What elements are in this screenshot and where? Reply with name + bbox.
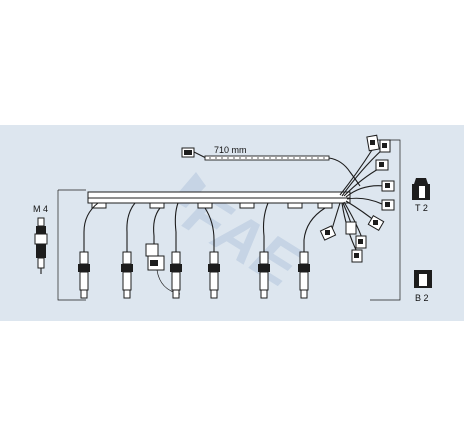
coil-terminal-b2-icon: B 2: [414, 270, 432, 303]
spark-plug-label: M 4: [33, 204, 48, 214]
coil-connector-fan: [319, 134, 395, 263]
length-cable: 710 mm: [181, 145, 361, 187]
plug-leads: [78, 202, 326, 299]
cable-loom-bar: [87, 191, 351, 209]
cable-length-label: 710 mm: [214, 145, 247, 155]
coil-bottom-label: B 2: [415, 293, 429, 303]
coil-terminal-t2-icon: T 2: [412, 178, 430, 213]
coil-top-label: T 2: [415, 203, 428, 213]
spark-plug-icon: M 4: [33, 204, 48, 274]
fae-logo-watermark: FAE: [172, 172, 313, 302]
